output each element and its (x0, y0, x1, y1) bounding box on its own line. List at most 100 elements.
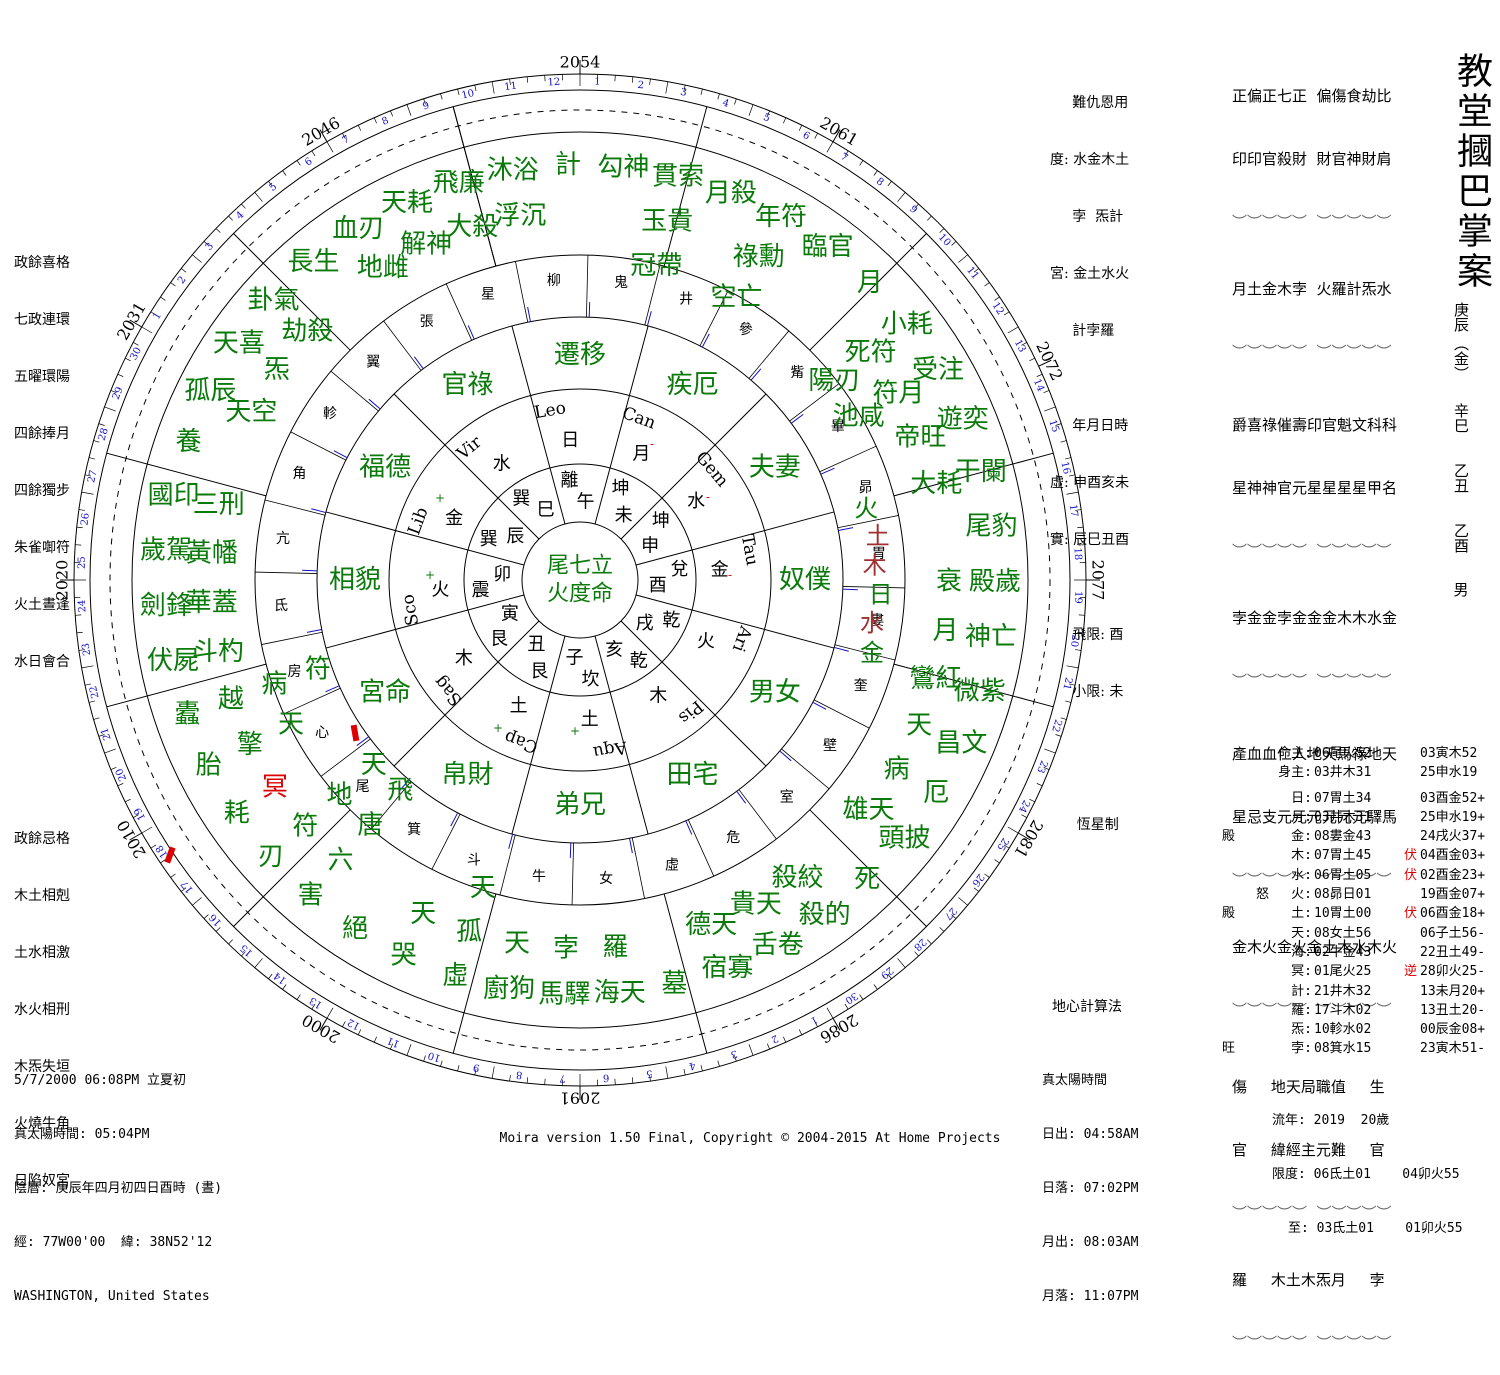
info-row: 月土金木孛 火羅計炁水 (1232, 279, 1397, 300)
mansion-label: 室 (780, 788, 794, 805)
degree-line: 孛 炁計 (1050, 208, 1129, 227)
ruler-tick (171, 874, 176, 878)
earthly-branch: 申 (641, 535, 659, 556)
info-arcs: ︶︶︶︶︶ ︶︶︶︶︶ (1232, 1333, 1397, 1354)
planet-dignity (1222, 962, 1256, 981)
palace-name: 男女 (749, 678, 801, 708)
star-label: 死 (854, 865, 880, 895)
planet-mansion-degree: 07胃土34 (1312, 789, 1404, 808)
palace-name: 田宅 (666, 760, 718, 790)
planet-name: 計: (1256, 982, 1312, 1001)
ruler-tick (799, 1029, 802, 1034)
mansion-label: 鬼 (614, 275, 628, 291)
star-label: 歲駕 (140, 535, 192, 565)
star-label: 宿寡 (701, 953, 753, 983)
mansion-label: 尾 (356, 779, 370, 795)
ruling-planet: 日 (561, 430, 579, 451)
ruler-tick (940, 927, 944, 931)
info-arcs: ︶︶︶︶︶ ︶︶︶︶︶ (1232, 342, 1397, 363)
birth-info: 5/7/2000 06:08PM 立夏初 真太陽時間: 05:04PM 陰曆: … (14, 1036, 222, 1324)
ruler-number: 6 (603, 1072, 610, 1083)
ruler-tick (718, 94, 720, 100)
mansion-label: 翼 (366, 355, 380, 371)
star-label: 舌卷 (752, 930, 804, 960)
ruler-tick (441, 1061, 443, 1067)
ruler-number: 23 (1034, 759, 1049, 775)
mansion-label: 壁 (823, 738, 837, 754)
ruler-tick (995, 860, 1000, 863)
planet-dignity (1222, 943, 1256, 962)
mansion-label: 柳 (547, 272, 561, 289)
ruler-tick (142, 327, 152, 333)
star-label: 馬驛 (538, 980, 590, 1010)
mansion-divider (291, 432, 346, 460)
ruler-tick (1037, 783, 1042, 785)
coordinates: 經: 77W00'00 緯: 38N52'12 (14, 1234, 222, 1252)
info-row: 爵喜祿催壽印官魁文科科 (1232, 415, 1397, 436)
mansion-divider (500, 835, 515, 895)
ring (74, 74, 1086, 1086)
star-label: 大耗 (910, 469, 962, 499)
trigram: 離 (561, 470, 579, 491)
star-label: 殿歲 (969, 567, 1021, 597)
star-label: 玉貴 (641, 206, 693, 236)
degree-line: 度: 水金木土 (1050, 151, 1129, 170)
ruler-number: 9 (472, 1061, 481, 1073)
palace-name: 宮命 (359, 678, 411, 708)
planet-mansion-degree: 21井木32 (1312, 982, 1404, 1001)
ruler-tick (94, 441, 100, 443)
star-label: 小耗 (881, 309, 933, 339)
day-pillar: 乙丑 (1450, 463, 1472, 493)
ruler-tick (458, 1065, 459, 1071)
ruler-tick (684, 1069, 685, 1075)
star-label: 年符 (755, 202, 807, 232)
star-label: 雄天 (843, 795, 895, 825)
planet-sign-degree: 13丑土20- (1420, 1003, 1485, 1018)
polarity-mark: + (435, 491, 445, 505)
pattern: 政餘忌格 (14, 830, 70, 849)
planet-mansion-degree: 03井木31 (1312, 763, 1404, 782)
earthly-branch: 丑 (527, 634, 545, 655)
pattern: 木土相剋 (14, 887, 70, 906)
ruler-tick (142, 827, 152, 833)
ruler-number: 24 (77, 599, 89, 612)
ruler-number: 9 (907, 204, 919, 216)
ruler-tick (342, 1021, 345, 1026)
planet-dignity (1222, 1020, 1256, 1039)
earthly-branch: 辰 (506, 526, 524, 547)
palace-name: 夫妻 (749, 453, 801, 483)
ruler-number: 1 (808, 1013, 819, 1026)
mansion-tick (334, 451, 347, 458)
planet-name: 炁: (1256, 1020, 1312, 1039)
year-pillar: 庚辰 (1450, 302, 1472, 332)
ruler-tick (441, 94, 443, 100)
ruler-tick (701, 1065, 702, 1071)
star-label: 勾神 (597, 152, 649, 182)
mansion-tick (325, 686, 339, 692)
planet-name: 身主: (1256, 763, 1312, 782)
ruler-tick (958, 255, 967, 263)
ruler-number: 22 (88, 685, 102, 700)
mansion-label: 昴 (859, 480, 873, 496)
ruler-tick (815, 133, 818, 138)
ruler-number: 11 (504, 81, 518, 94)
planet-name: 孛: (1256, 1039, 1312, 1058)
star-label: 炁 (264, 355, 290, 385)
trigram: 艮 (530, 661, 548, 682)
planet-dignity: 怒 (1222, 885, 1282, 904)
star-label: 擎 (237, 730, 263, 760)
ruler-tick (799, 125, 802, 130)
mansion-label: 觜 (790, 365, 804, 381)
ruler-number: 27 (86, 469, 99, 484)
star-label: 害 (298, 881, 324, 911)
planet-dignity (1222, 808, 1256, 827)
planet-name: 天: (1256, 924, 1312, 943)
star-label: 天耗 (381, 188, 433, 218)
ruler-tick (701, 89, 702, 95)
planet-sign-degree: 25申水19 (1420, 765, 1477, 780)
planet-dignity (1222, 1001, 1256, 1020)
ruler-tick (510, 1075, 511, 1081)
info-arcs: ︶︶︶︶︶ ︶︶︶︶︶ (1232, 541, 1397, 562)
